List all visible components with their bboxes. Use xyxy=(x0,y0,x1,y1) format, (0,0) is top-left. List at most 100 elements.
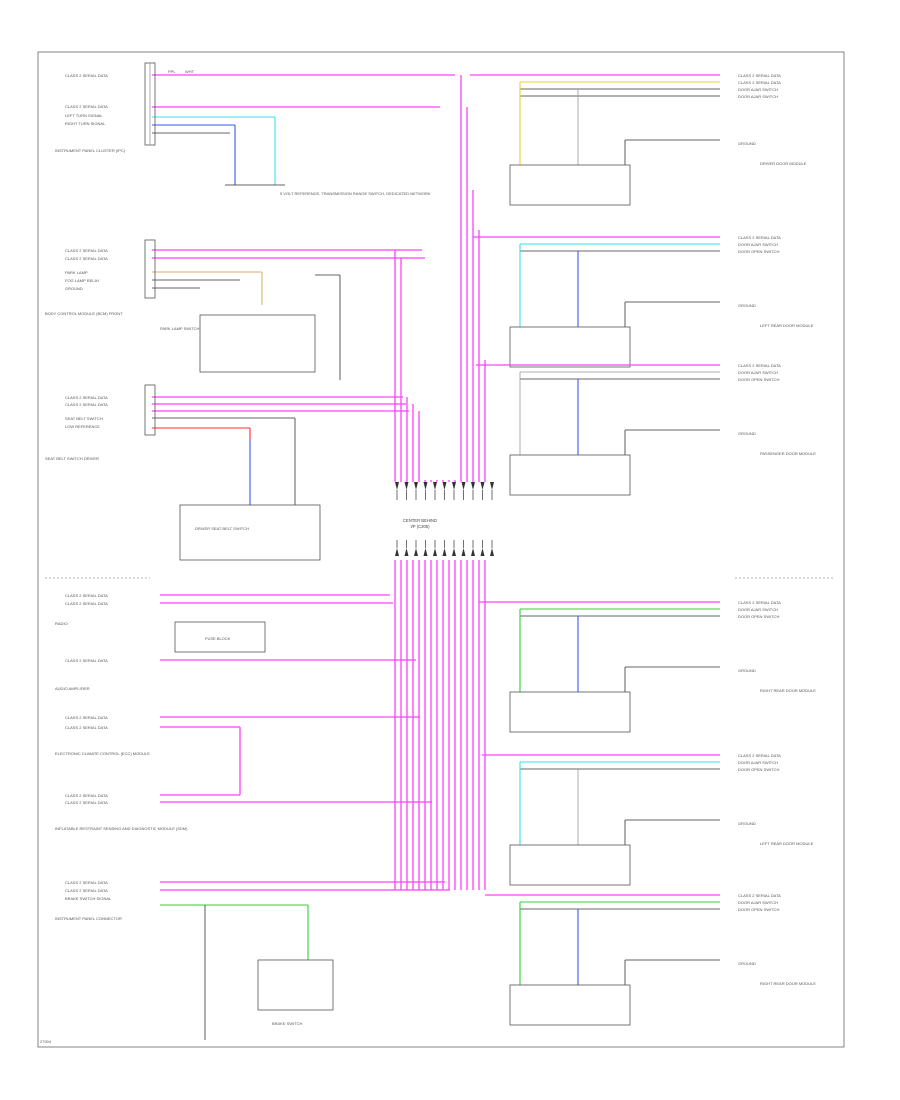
door-module-pin-label: CLASS 2 SERIAL DATA xyxy=(738,363,781,368)
door-module-4: CLASS 2 SERIAL DATA DOOR AJAR SWITCH DOOR … xyxy=(479,600,816,733)
door-module-pin-label: DOOR AJAR SWITCH xyxy=(738,94,778,99)
door-module-ground-label: GROUND xyxy=(738,303,756,308)
door-module-pin-label: CLASS 2 SERIAL DATA xyxy=(738,600,781,605)
connector-pin xyxy=(395,482,399,490)
door-module-ground-label: GROUND xyxy=(738,431,756,436)
connector-pin xyxy=(480,548,485,556)
door-module-pin-label: CLASS 2 SERIAL DATA xyxy=(738,893,781,898)
ipc-note: 5 VOLT REFERENCE, TRANSMISSION RANGE SWI… xyxy=(280,191,431,196)
brake-section: CLASS 2 SERIAL DATA CLASS 2 SERIAL DATA … xyxy=(55,880,450,1040)
amp-label: AUDIO AMPLIFIER xyxy=(55,686,90,691)
door-module-pin-label: DOOR AJAR SWITCH xyxy=(738,760,778,765)
door-module-5: CLASS 2 SERIAL DATA DOOR AJAR SWITCH DOOR … xyxy=(482,753,814,886)
connector-pin xyxy=(404,482,409,490)
connector-pin xyxy=(442,482,447,490)
door-module-box xyxy=(509,984,631,1026)
door-module-pin-label: CLASS 2 SERIAL DATA xyxy=(738,80,781,85)
door-module-pin-label: DOOR OPEN SWITCH xyxy=(738,767,779,772)
ecc-pin-1-label: CLASS 2 SERIAL DATA xyxy=(65,715,108,720)
door-module-pin-label: DOOR OPEN SWITCH xyxy=(738,614,779,619)
amp-pin-label: CLASS 2 SERIAL DATA xyxy=(65,658,108,663)
bcm-label: BODY CONTROL MODULE (BCM) FRONT xyxy=(45,311,123,316)
ipc-pin-2-label: CLASS 2 SERIAL DATA xyxy=(65,104,108,109)
bcm-section: CLASS 2 SERIAL DATA CLASS 2 SERIAL DATA … xyxy=(45,239,425,380)
bcm-pin-3-label: PARK LAMP xyxy=(65,270,88,275)
ipc-label: INSTRUMENT PANEL CLUSTER (IPC) xyxy=(55,148,126,153)
brake-pin-1-label: CLASS 2 SERIAL DATA xyxy=(65,880,108,885)
door-module-pin-label: DOOR AJAR SWITCH xyxy=(738,607,778,612)
sdm-pin-2-label: CLASS 2 SERIAL DATA xyxy=(65,800,108,805)
connector-pin xyxy=(404,548,409,556)
door-module-pin-label: CLASS 2 SERIAL DATA xyxy=(738,753,781,758)
seatbelt-pin-1-label: CLASS 2 SERIAL DATA xyxy=(65,395,108,400)
ipc-pin-4-label: RIGHT TURN SIGNAL xyxy=(65,121,106,126)
ipc-wire-color-1: PPL xyxy=(168,69,176,74)
brake-pin-2-label: CLASS 2 SERIAL DATA xyxy=(65,888,108,893)
seatbelt-note: DRIVER SEAT BELT SWITCH xyxy=(195,526,249,531)
door-module-ground-label: GROUND xyxy=(738,668,756,673)
connector-pin xyxy=(433,482,437,490)
door-module-ground-label: GROUND xyxy=(738,961,756,966)
door-module-name: RIGHT REAR DOOR MODULE xyxy=(760,981,816,986)
connector-pin xyxy=(452,548,456,556)
radio-note: FUSE BLOCK xyxy=(205,636,231,641)
radio-pin-1-label: CLASS 2 SERIAL DATA xyxy=(65,593,108,598)
seatbelt-pin-3-label: SEAT BELT SWITCH xyxy=(65,416,103,421)
connector-pin xyxy=(442,548,447,556)
radio-pin-2-label: CLASS 2 SERIAL DATA xyxy=(65,601,108,606)
brake-pin-3-label: BRAKE SWITCH SIGNAL xyxy=(65,896,112,901)
door-module-pin-label: DOOR OPEN SWITCH xyxy=(738,249,779,254)
connector-pin xyxy=(414,548,418,556)
door-module-name: LEFT REAR DOOR MODULE xyxy=(760,323,814,328)
ipc-pin-1-label: CLASS 2 SERIAL DATA xyxy=(65,73,108,78)
connector-pin xyxy=(480,482,485,490)
door-module-ground-label: GROUND xyxy=(738,141,756,146)
door-module-name: DRIVER DOOR MODULE xyxy=(760,161,807,166)
footer-code: 27904 xyxy=(40,1039,52,1044)
seatbelt-pin-2-label: CLASS 2 SERIAL DATA xyxy=(65,402,108,407)
door-module-3: CLASS 2 SERIAL DATA DOOR AJAR SWITCH DOOR … xyxy=(476,363,816,496)
door-module-pin-label: CLASS 2 SERIAL DATA xyxy=(738,235,781,240)
connector-pin xyxy=(433,548,437,556)
door-module-box xyxy=(509,326,631,368)
bcm-pin-4-label: FOG LAMP RELAY xyxy=(65,278,100,283)
sdm-label: INFLATABLE RESTRAINT SENSING AND DIAGNOS… xyxy=(55,826,188,831)
radio-section: CLASS 2 SERIAL DATA CLASS 2 SERIAL DATA … xyxy=(55,593,416,691)
seatbelt-section: CLASS 2 SERIAL DATA CLASS 2 SERIAL DATA … xyxy=(45,384,409,561)
ipc-wire-color-2: WHT xyxy=(185,69,195,74)
door-module-box xyxy=(509,691,631,733)
connector-pin xyxy=(471,482,475,490)
ecc-section: CLASS 2 SERIAL DATA CLASS 2 SERIAL DATA … xyxy=(55,715,432,831)
connector-pin xyxy=(461,548,466,556)
door-module-pin-label: DOOR AJAR SWITCH xyxy=(738,370,778,375)
bcm-pin-1-label: CLASS 2 SERIAL DATA xyxy=(65,248,108,253)
door-module-name: LEFT REAR DOOR MODULE xyxy=(760,841,814,846)
connector-pin xyxy=(461,482,466,490)
connector-pin xyxy=(414,482,418,490)
door-module-box xyxy=(509,844,631,886)
connector-pin xyxy=(423,548,428,556)
connector-pin xyxy=(423,482,428,490)
ipc-section: CLASS 2 SERIAL DATA CLASS 2 SERIAL DATA … xyxy=(55,62,455,196)
brake-note: BRAKE SWITCH xyxy=(272,1021,303,1026)
diagram-frame xyxy=(37,51,845,1048)
ipc-pin-3-label: LEFT TURN SIGNAL xyxy=(65,113,103,118)
connector-pin xyxy=(490,548,494,556)
door-module-pin-label: DOOR AJAR SWITCH xyxy=(738,900,778,905)
door-module-2: CLASS 2 SERIAL DATA DOOR AJAR SWITCH DOOR … xyxy=(473,235,814,368)
seatbelt-label: SEAT BELT SWITCH DRIVER xyxy=(45,456,99,461)
seatbelt-pin-4-label: LOW REFERENCE xyxy=(65,424,100,429)
center-block-label: CENTER BEHIND xyxy=(403,518,437,523)
bcm-pin-5-label: GROUND xyxy=(65,286,83,291)
door-module-pin-label: DOOR OPEN SWITCH xyxy=(738,377,779,382)
brake-label: INSTRUMENT PANEL CONNECTOR xyxy=(55,916,122,921)
door-module-pin-label: DOOR AJAR SWITCH xyxy=(738,242,778,247)
bcm-pin-2-label: CLASS 2 SERIAL DATA xyxy=(65,256,108,261)
center-splice-block: CENTER BEHIND I/P (C305) xyxy=(394,75,494,890)
sdm-pin-1-label: CLASS 2 SERIAL DATA xyxy=(65,793,108,798)
door-module-name: PASSENGER DOOR MODULE xyxy=(760,451,816,456)
connector-pin xyxy=(490,482,494,490)
